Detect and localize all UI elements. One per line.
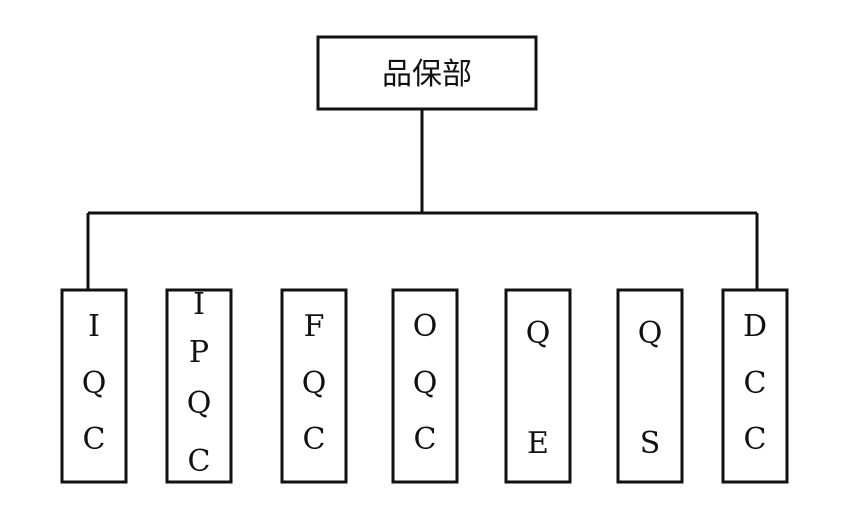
child-box: [616, 288, 684, 484]
child-box: [504, 288, 572, 484]
child-label-char: C: [188, 444, 211, 479]
root-box: [316, 35, 538, 111]
child-label-char: Q: [302, 366, 327, 401]
child-label-char: Q: [526, 316, 551, 351]
child-box: [60, 288, 128, 484]
child-node-dcc: DCC: [721, 288, 789, 484]
child-label-char: O: [413, 309, 438, 344]
child-label-char: F: [304, 309, 325, 344]
child-label-char: S: [640, 426, 661, 461]
child-node-qe: QE: [504, 288, 572, 484]
child-node-iqc: IQC: [60, 288, 128, 484]
child-node-oqc: OQC: [391, 288, 459, 484]
child-label-char: Q: [82, 366, 107, 401]
child-label-char: C: [414, 422, 437, 457]
child-label-char: E: [527, 426, 549, 461]
root-label: 品保部: [382, 57, 472, 92]
child-label-char: Q: [638, 316, 663, 351]
child-label-char: D: [743, 309, 767, 344]
child-box: [165, 288, 233, 484]
child-label-char: I: [88, 309, 100, 344]
child-label-char: C: [303, 422, 326, 457]
child-label-char: C: [744, 422, 767, 457]
child-node-fqc: FQC: [280, 288, 348, 484]
child-box: [391, 288, 459, 484]
child-label-char: Q: [413, 366, 438, 401]
child-label-char: C: [83, 422, 106, 457]
child-label-char: I: [193, 287, 205, 322]
child-label-char: P: [189, 335, 209, 370]
child-node-qs: QS: [616, 288, 684, 484]
child-label-char: Q: [187, 386, 212, 421]
child-box: [280, 288, 348, 484]
root-node: 品保部: [316, 35, 538, 111]
child-label-char: C: [744, 366, 767, 401]
child-box: [721, 288, 789, 484]
